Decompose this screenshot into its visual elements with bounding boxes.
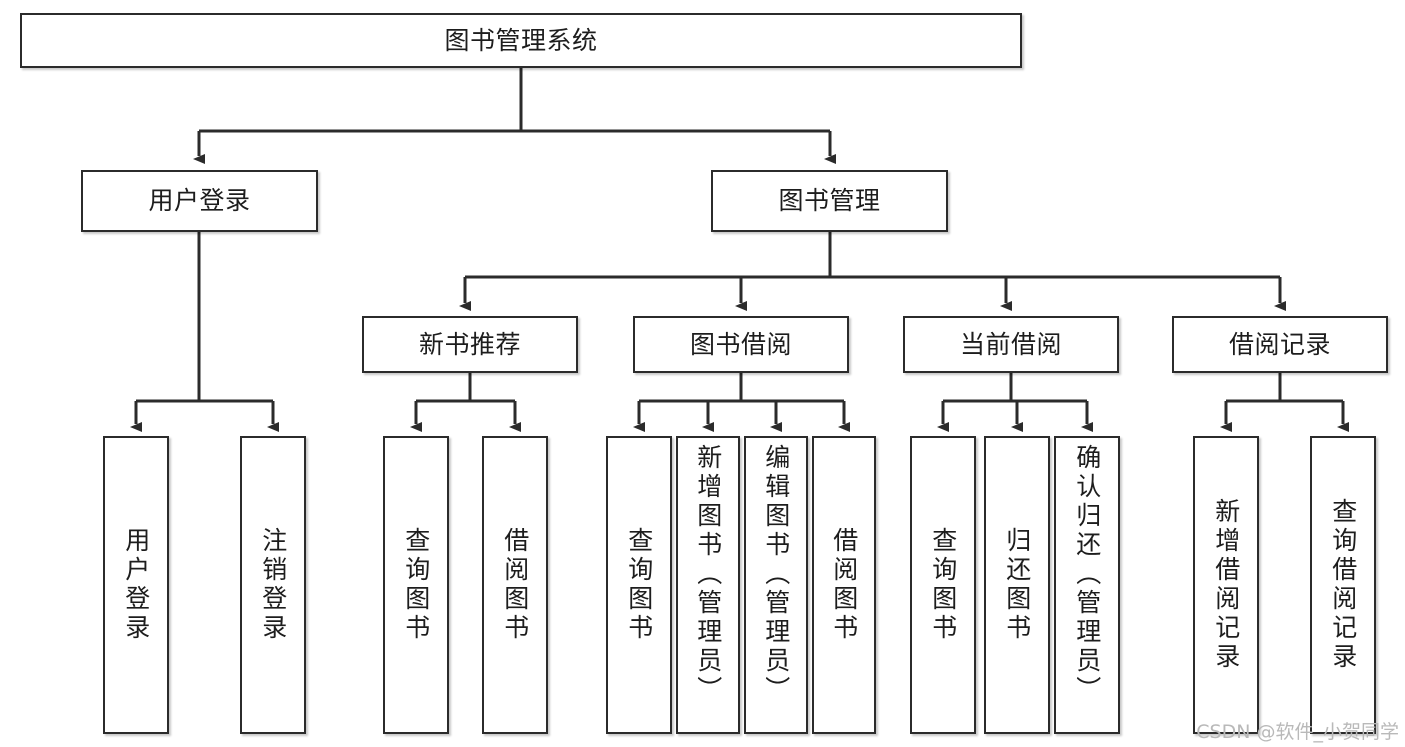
node-leaf-query-borrow-record[interactable]: 查询借阅记录: [1310, 436, 1376, 734]
node-leaf-add-book[interactable]: 新增图书（管理员）: [676, 436, 740, 734]
node-root-label: 图书管理系统: [444, 25, 598, 55]
node-leaf-add-borrow-record-label: 新增借阅记录: [1211, 498, 1241, 672]
node-leaf-query-book-recommend-label: 查询图书: [401, 527, 431, 643]
node-leaf-query-borrow-record-label: 查询借阅记录: [1328, 498, 1358, 672]
node-leaf-borrow-book[interactable]: 借阅图书: [812, 436, 876, 734]
node-leaf-confirm-return[interactable]: 确认归还（管理员）: [1054, 436, 1120, 734]
node-current-borrow-label: 当前借阅: [959, 329, 1062, 359]
node-leaf-borrow-book-recommend[interactable]: 借阅图书: [482, 436, 548, 734]
node-new-book-recommend-label: 新书推荐: [418, 329, 521, 359]
node-leaf-user-login-label: 用户登录: [121, 527, 151, 643]
node-leaf-user-login[interactable]: 用户登录: [103, 436, 169, 734]
node-book-borrow-label: 图书借阅: [689, 329, 792, 359]
node-borrow-record[interactable]: 借阅记录: [1172, 316, 1388, 373]
node-leaf-return-book-label: 归还图书: [1002, 527, 1032, 643]
node-root[interactable]: 图书管理系统: [20, 13, 1022, 68]
node-leaf-user-logout-label: 注销登录: [258, 527, 288, 643]
node-user-login-label: 用户登录: [148, 186, 251, 216]
node-leaf-add-book-label: 新增图书（管理员）: [693, 444, 723, 705]
node-new-book-recommend[interactable]: 新书推荐: [362, 316, 578, 373]
node-leaf-borrow-book-recommend-label: 借阅图书: [500, 527, 530, 643]
watermark-text: CSDN @软件_小贺同学: [1196, 721, 1399, 743]
node-book-management[interactable]: 图书管理: [711, 170, 948, 232]
node-leaf-borrow-book-label: 借阅图书: [829, 527, 859, 643]
node-leaf-add-borrow-record[interactable]: 新增借阅记录: [1193, 436, 1259, 734]
node-leaf-query-book-borrow-label: 查询图书: [624, 527, 654, 643]
node-leaf-return-book[interactable]: 归还图书: [984, 436, 1050, 734]
node-leaf-query-book-borrow[interactable]: 查询图书: [606, 436, 672, 734]
node-leaf-query-book-current-label: 查询图书: [928, 527, 958, 643]
node-book-management-label: 图书管理: [778, 186, 881, 216]
node-leaf-edit-book-label: 编辑图书（管理员）: [761, 444, 791, 705]
node-leaf-confirm-return-label: 确认归还（管理员）: [1072, 444, 1102, 705]
node-leaf-query-book-recommend[interactable]: 查询图书: [383, 436, 449, 734]
node-book-borrow[interactable]: 图书借阅: [633, 316, 849, 373]
node-leaf-query-book-current[interactable]: 查询图书: [910, 436, 976, 734]
node-current-borrow[interactable]: 当前借阅: [903, 316, 1119, 373]
node-user-login[interactable]: 用户登录: [81, 170, 318, 232]
node-leaf-user-logout[interactable]: 注销登录: [240, 436, 306, 734]
node-borrow-record-label: 借阅记录: [1228, 329, 1331, 359]
node-leaf-edit-book[interactable]: 编辑图书（管理员）: [744, 436, 808, 734]
